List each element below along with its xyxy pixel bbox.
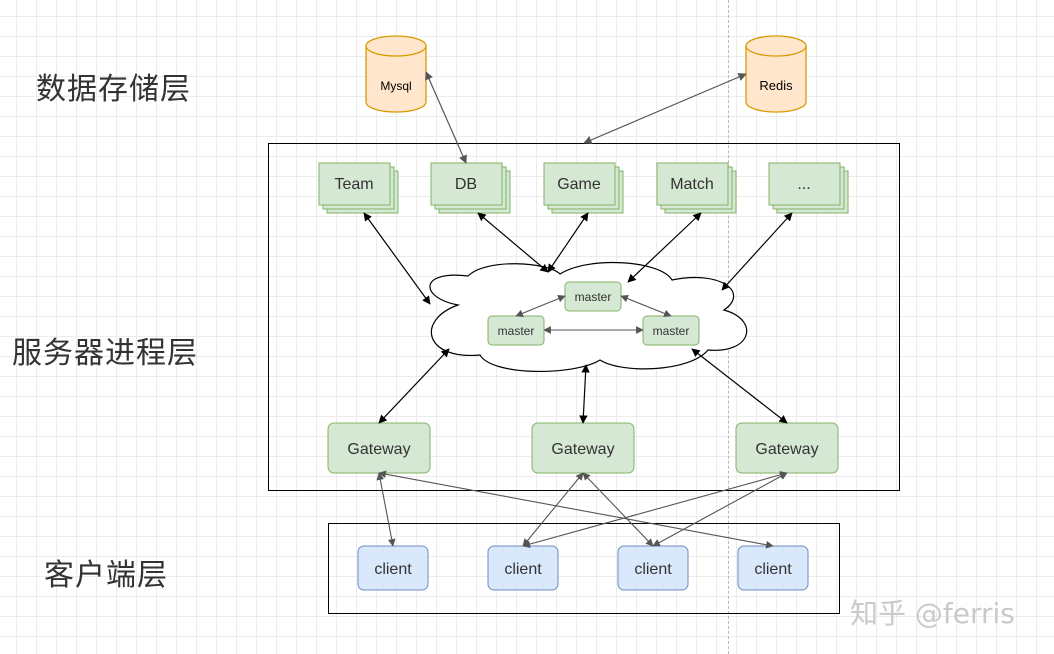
gateway-right[interactable]: Gateway	[735, 422, 839, 474]
service-game[interactable]: Game	[543, 162, 624, 214]
layer-label-storage: 数据存储层	[36, 72, 191, 107]
client-node-4[interactable]: client	[737, 545, 809, 591]
edge-db-cluster	[477, 212, 549, 273]
service-label: Match	[670, 176, 714, 193]
service-more[interactable]: ...	[768, 162, 849, 214]
gateway-center[interactable]: Gateway	[531, 422, 635, 474]
service-team[interactable]: Team	[318, 162, 399, 214]
edge-gw1-client1	[376, 472, 396, 547]
gateway-left[interactable]: Gateway	[327, 422, 431, 474]
gateway-label: Gateway	[755, 441, 818, 458]
service-label: DB	[455, 176, 477, 193]
client-label: client	[374, 561, 412, 578]
edge-gw2-client3	[582, 472, 654, 547]
edge-team-cluster	[363, 212, 431, 305]
database-redis[interactable]: Redis	[745, 35, 807, 113]
client-label: client	[504, 561, 542, 578]
service-label: Team	[334, 176, 373, 193]
gateway-label: Gateway	[347, 441, 410, 458]
client-node-3[interactable]: client	[617, 545, 689, 591]
mysql-label: Mysql	[380, 79, 411, 93]
master-node-top[interactable]: master	[564, 281, 622, 312]
edge-mysql-db	[425, 71, 467, 164]
edge-gw3-client2	[522, 471, 788, 548]
master-node-left[interactable]: master	[487, 315, 545, 346]
service-label: Game	[557, 176, 601, 193]
edge-master-top-left	[515, 295, 566, 317]
client-label: client	[634, 561, 672, 578]
edge-gw1-client4	[378, 470, 774, 549]
layer-label-client: 客户端层	[44, 558, 168, 593]
edge-cluster-gateway-center	[579, 364, 590, 424]
redis-label: Redis	[759, 78, 793, 93]
edge-more-cluster	[721, 212, 793, 291]
client-node-1[interactable]: client	[357, 545, 429, 591]
gateway-label: Gateway	[551, 441, 614, 458]
master-label: master	[653, 324, 690, 338]
master-label: master	[498, 324, 535, 338]
client-node-2[interactable]: client	[487, 545, 559, 591]
edge-cluster-gateway-right	[691, 348, 788, 424]
client-label: client	[754, 561, 792, 578]
edge-redis-server	[583, 73, 747, 144]
edge-master-top-right	[620, 294, 672, 318]
layer-label-server: 服务器进程层	[12, 336, 198, 371]
service-match[interactable]: Match	[656, 162, 737, 214]
service-db[interactable]: DB	[430, 162, 511, 214]
master-label: master	[575, 290, 612, 304]
edge-match-cluster	[627, 212, 702, 283]
watermark: 知乎 @ferris	[850, 597, 1015, 630]
database-mysql[interactable]: Mysql	[365, 35, 427, 113]
service-label: ...	[797, 176, 810, 193]
master-node-right[interactable]: master	[642, 315, 700, 346]
edge-game-cluster	[547, 212, 589, 273]
edge-cluster-gateway-left	[378, 348, 450, 424]
edge-gw3-client3	[652, 472, 788, 547]
